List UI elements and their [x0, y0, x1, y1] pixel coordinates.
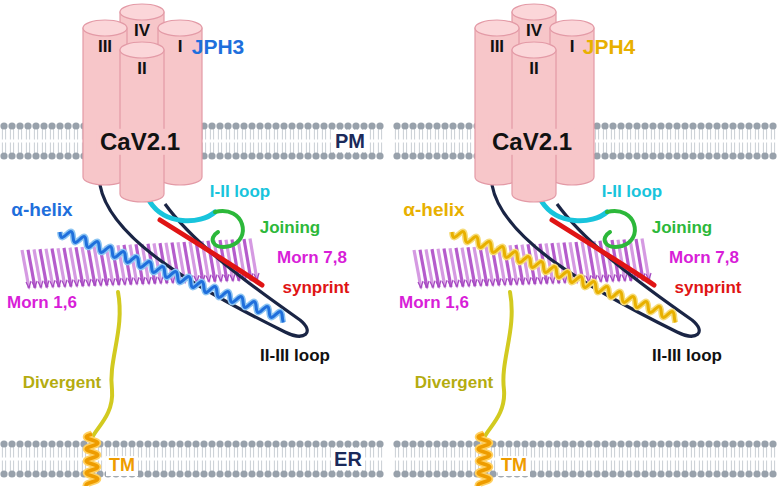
part-label: Morn 1,6 [399, 294, 469, 313]
channel-domain: II [120, 42, 164, 202]
i-ii-loop [150, 202, 215, 221]
part-label: synprint [674, 279, 741, 298]
tm-helix [86, 434, 98, 486]
part-label: TM [106, 456, 138, 476]
channel-domain: II [512, 42, 556, 202]
tm-helix [478, 434, 490, 486]
part-label: synprint [282, 279, 349, 298]
i-ii-loop [542, 202, 607, 221]
divergent-region [484, 292, 512, 438]
part-label: Morn 7,8 [277, 249, 347, 268]
part-label: II-III loop [652, 347, 722, 366]
part-label: I-II loop [210, 183, 270, 202]
divergent-region [92, 292, 120, 438]
part-label: Morn 7,8 [669, 249, 739, 268]
domain-number: II [512, 42, 556, 78]
part-label: I-II loop [602, 183, 662, 202]
joining-region [605, 211, 635, 247]
part-label: CaV2.1 [489, 129, 575, 155]
part-label: II-III loop [260, 347, 330, 366]
domain-number: II [120, 42, 164, 78]
tm-helix [478, 434, 490, 486]
part-label: TM [498, 456, 530, 476]
tm-helix [86, 434, 98, 486]
er-membrane [0, 440, 383, 477]
part-label: CaV2.1 [97, 129, 183, 155]
part-label: JPH4 [583, 35, 636, 58]
part-label: α-helix [11, 200, 72, 221]
part-label: Divergent [415, 374, 493, 393]
part-label: Divergent [23, 374, 101, 393]
part-label: Joining [260, 219, 320, 238]
part-label: JPH3 [192, 35, 245, 58]
er-membrane [393, 440, 776, 477]
part-label: PM [332, 130, 368, 152]
part-label: Joining [652, 219, 712, 238]
part-label: ER [331, 448, 365, 470]
synprint-segment [160, 220, 262, 285]
joining-region [213, 211, 243, 247]
part-label: α-helix [403, 200, 464, 221]
part-label: Morn 1,6 [7, 294, 77, 313]
synprint-segment [552, 220, 654, 285]
